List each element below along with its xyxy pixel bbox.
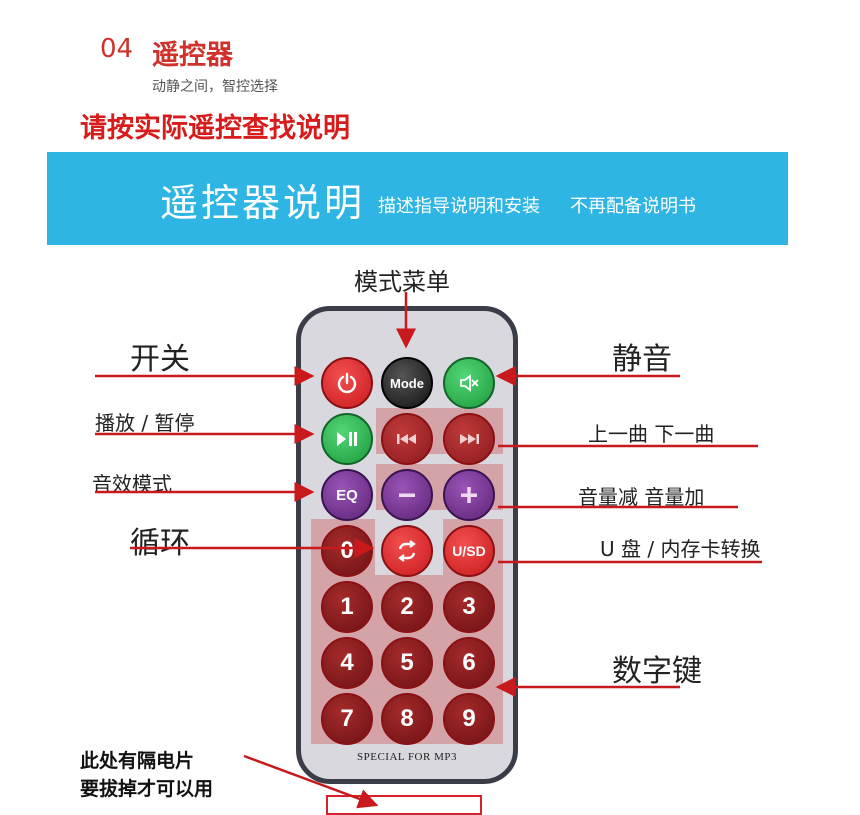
number-button-3[interactable]: 3 bbox=[443, 581, 495, 633]
loop-button[interactable] bbox=[381, 525, 433, 577]
label-power: 开关 bbox=[130, 342, 190, 377]
mute-button[interactable] bbox=[443, 357, 495, 409]
section-subtitle: 动静之间，智控选择 bbox=[152, 79, 278, 95]
number-button-4[interactable]: 4 bbox=[321, 637, 373, 689]
number-button-1[interactable]: 1 bbox=[321, 581, 373, 633]
label-loop: 循环 bbox=[130, 526, 190, 561]
plus-icon bbox=[461, 487, 477, 503]
number-label: 4 bbox=[340, 649, 354, 676]
play-pause-button[interactable] bbox=[321, 413, 373, 465]
label-number-keys: 数字键 bbox=[612, 654, 702, 689]
remote-footer-text: SPECIAL FOR MP3 bbox=[356, 751, 457, 763]
number-button-5[interactable]: 5 bbox=[381, 637, 433, 689]
bottom-note-line2: 要拔掉才可以用 bbox=[80, 778, 214, 800]
volume-down-button[interactable] bbox=[381, 469, 433, 521]
power-button[interactable] bbox=[321, 357, 373, 409]
minus-icon bbox=[399, 493, 415, 497]
eq-button[interactable]: EQ bbox=[321, 469, 373, 521]
mode-button-label: Mode bbox=[390, 375, 424, 391]
eq-button-label: EQ bbox=[336, 486, 358, 504]
number-button-2[interactable]: 2 bbox=[381, 581, 433, 633]
number-button-8[interactable]: 8 bbox=[381, 693, 433, 745]
bottom-note-line1: 此处有隔电片 bbox=[80, 750, 195, 772]
play-pause-icon bbox=[337, 432, 357, 446]
remote-control: Mode EQ 0 U/SD 1 2 3 4 5 6 7 8 9 SPECIAL… bbox=[296, 306, 518, 784]
prev-track-icon bbox=[397, 434, 416, 444]
number-label: 8 bbox=[400, 705, 414, 732]
arrow-tab bbox=[243, 754, 379, 809]
section-number: 04 bbox=[100, 34, 134, 64]
mute-icon bbox=[460, 374, 479, 392]
banner-desc-1: 描述指导说明和安装 bbox=[378, 196, 540, 217]
label-play-pause: 播放 / 暂停 bbox=[95, 411, 195, 435]
banner-title: 遥控器说明 bbox=[160, 181, 366, 225]
label-mute: 静音 bbox=[612, 342, 672, 377]
number-label: 7 bbox=[340, 705, 354, 732]
label-prev-next: 上一曲 下一曲 bbox=[588, 422, 715, 446]
number-label: 6 bbox=[462, 649, 476, 676]
number-label: 2 bbox=[400, 593, 414, 620]
mode-button[interactable]: Mode bbox=[381, 357, 433, 409]
number-button-6[interactable]: 6 bbox=[443, 637, 495, 689]
label-usd: U 盘 / 内存卡转换 bbox=[600, 537, 761, 561]
label-volume: 音量减 音量加 bbox=[578, 485, 705, 509]
next-track-icon bbox=[460, 434, 479, 444]
loop-icon bbox=[398, 540, 416, 562]
number-button-9[interactable]: 9 bbox=[443, 693, 495, 745]
banner-desc-2: 不再配备说明书 bbox=[570, 196, 696, 217]
volume-up-button[interactable] bbox=[443, 469, 495, 521]
usd-button-label: U/SD bbox=[452, 543, 486, 559]
number-label: 9 bbox=[462, 705, 476, 732]
number-label: 5 bbox=[400, 649, 414, 676]
next-track-button[interactable] bbox=[443, 413, 495, 465]
number-label: 1 bbox=[340, 593, 354, 620]
zero-button-label: 0 bbox=[340, 537, 354, 564]
number-button-7[interactable]: 7 bbox=[321, 693, 373, 745]
label-mode-menu: 模式菜单 bbox=[354, 268, 450, 296]
usd-button[interactable]: U/SD bbox=[443, 525, 495, 577]
section-title: 遥控器 bbox=[152, 40, 233, 71]
power-icon bbox=[337, 372, 357, 394]
banner bbox=[47, 152, 788, 245]
number-label: 3 bbox=[462, 593, 476, 620]
prev-track-button[interactable] bbox=[381, 413, 433, 465]
notice-text: 请按实际遥控查找说明 bbox=[80, 113, 350, 144]
